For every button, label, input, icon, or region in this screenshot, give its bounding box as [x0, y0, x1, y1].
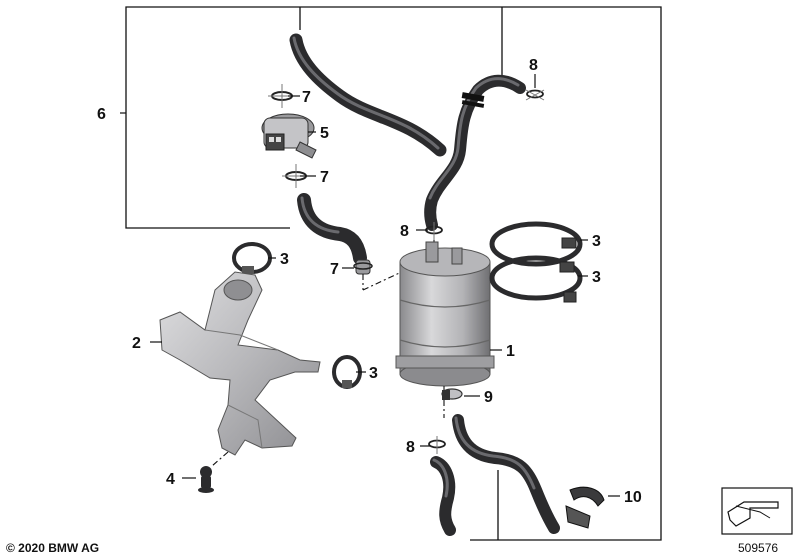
callout-4: 4	[166, 471, 175, 488]
activated-carbon-canister-part-1	[362, 240, 495, 418]
clamp-part-7-left	[353, 259, 373, 275]
valve-part-5	[261, 113, 317, 159]
callout-7-top: 7	[302, 89, 311, 106]
callout-leaders	[150, 74, 620, 497]
callout-8-middle: 8	[400, 223, 409, 240]
lower-drain-hose	[452, 414, 560, 534]
copyright-text: © 2020 BMW AG	[6, 541, 100, 555]
clamp-part-8-bottom	[428, 436, 446, 454]
callout-5: 5	[320, 125, 329, 142]
callout-1: 1	[506, 343, 515, 360]
clamp-part-8-top	[525, 89, 545, 101]
upper-hose	[289, 33, 447, 157]
short-hose-below-valve	[297, 193, 367, 265]
group-frame-6	[120, 6, 662, 541]
callout-9: 9	[484, 389, 493, 406]
lower-short-hose	[430, 456, 456, 536]
strap-part-3-upper-right	[489, 221, 583, 267]
callout-3-middle: 3	[369, 365, 378, 382]
strap-part-3-bracket-top	[232, 242, 272, 274]
callout-8-top: 8	[529, 57, 538, 74]
callout-7-bottom: 7	[320, 169, 329, 186]
callout-8-bottom: 8	[406, 439, 415, 456]
holder-part-10	[565, 486, 605, 529]
clamp-part-9	[441, 388, 463, 400]
document-number: 509576	[738, 541, 779, 555]
callout-3-bracket: 3	[280, 251, 289, 268]
callout-3-lower-right: 3	[592, 269, 601, 286]
callout-3-upper-right: 3	[592, 233, 601, 250]
orientation-arrow-icon	[721, 487, 793, 535]
callout-6: 6	[97, 106, 106, 123]
push-rivet-part-4	[198, 451, 229, 493]
strap-part-3-lower-right	[489, 255, 583, 303]
callout-2: 2	[132, 335, 141, 352]
bracket-part-2	[159, 271, 321, 456]
right-vent-hose	[424, 74, 526, 231]
callout-7-left: 7	[330, 261, 339, 278]
callout-10: 10	[624, 489, 642, 506]
